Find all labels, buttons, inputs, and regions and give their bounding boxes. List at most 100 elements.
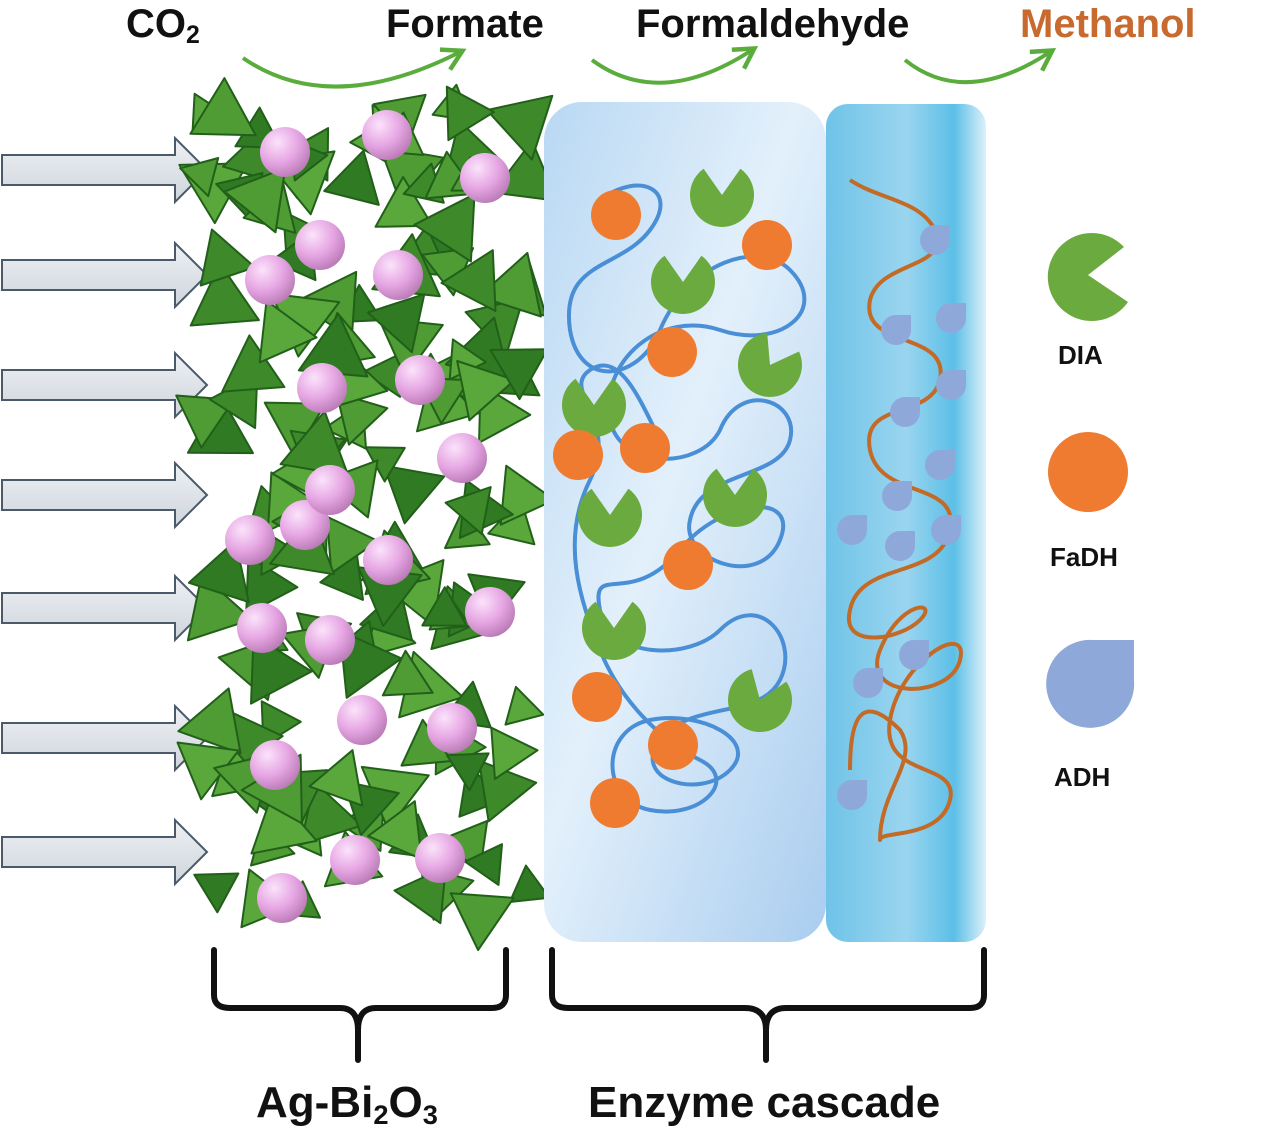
adh-enzyme <box>881 315 911 345</box>
catalyst-crystal <box>508 864 551 903</box>
catalyst-label-sub1: 2 <box>373 1098 389 1130</box>
catalyst-crystal <box>367 800 423 861</box>
ag-nanoparticle <box>460 153 510 203</box>
adh-enzyme <box>882 481 912 511</box>
catalyst-crystal <box>177 687 242 755</box>
adh-enzyme <box>837 780 867 810</box>
co2-label-subscript: 2 <box>186 22 200 50</box>
ag-nanoparticle <box>415 833 465 883</box>
methanol-label: Methanol <box>1020 2 1196 46</box>
ag-nanoparticle <box>250 740 300 790</box>
fadh-enzyme <box>742 220 792 270</box>
incident-arrow <box>1 240 209 310</box>
catalyst-crystal <box>175 394 235 449</box>
catalyst-crystal <box>308 749 364 807</box>
catalyst-crystal <box>186 573 253 642</box>
ag-nanoparticle <box>305 465 355 515</box>
catalyst-crystal <box>189 77 257 137</box>
catalyst-crystal <box>245 555 299 616</box>
adh-icon <box>1046 639 1135 728</box>
adh-enzyme <box>931 515 961 545</box>
catalyst-crystal <box>223 166 287 234</box>
dia-enzyme <box>690 168 754 227</box>
dia-enzyme <box>703 468 767 527</box>
dia-icon <box>1047 232 1128 321</box>
formate-label: Formate <box>386 2 544 46</box>
adh-enzyme <box>899 640 929 670</box>
catalyst-label-mid: O <box>388 1078 423 1127</box>
catalyst-crystal <box>374 176 434 228</box>
ag-nanoparticle <box>395 355 445 405</box>
enzyme-particles <box>553 168 966 828</box>
fadh-icon <box>1048 432 1128 512</box>
catalyst-crystal <box>485 94 554 161</box>
fadh-enzyme <box>647 327 697 377</box>
ag-nanoparticle <box>305 615 355 665</box>
ag-nanoparticle <box>260 127 310 177</box>
catalyst-crystal <box>199 228 256 287</box>
incident-arrow <box>1 350 209 420</box>
adh-enzyme <box>890 397 920 427</box>
ag-nanoparticle <box>225 515 275 565</box>
catalyst-crystal <box>381 649 434 697</box>
ag-nanoparticle <box>245 255 295 305</box>
adh-enzyme <box>885 531 915 561</box>
catalyst-crystal <box>279 410 350 477</box>
adh-enzyme <box>925 450 955 480</box>
arrow-co2-to-formate <box>241 47 467 89</box>
co2-label-main: CO <box>126 2 186 46</box>
legend-fadh-label: FaDH <box>1050 542 1118 572</box>
catalyst-crystal <box>478 759 538 823</box>
ag-nanoparticle <box>295 220 345 270</box>
catalyst-crystal <box>335 392 389 446</box>
ag-nanoparticle <box>257 873 307 923</box>
fadh-enzyme <box>620 423 670 473</box>
dia-enzyme <box>582 601 646 660</box>
ag-nanoparticle <box>437 433 487 483</box>
arrow-formate-to-formaldehyde <box>590 46 759 85</box>
dia-enzyme <box>651 255 715 314</box>
catalyst-crystal <box>489 348 549 401</box>
ag-nanoparticle <box>373 250 423 300</box>
catalyst-crystal <box>445 85 495 142</box>
arrow-formaldehyde-to-methanol <box>903 47 1057 85</box>
catalyst-crystal <box>193 872 240 914</box>
ag-nanoparticle <box>280 500 330 550</box>
catalyst-crystal <box>382 464 446 525</box>
adh-enzyme <box>936 303 966 333</box>
catalyst-crystal <box>323 149 380 206</box>
ag-nanoparticle <box>427 703 477 753</box>
catalyst-label-sub2: 3 <box>422 1098 438 1130</box>
cascade-bracket <box>549 947 987 1063</box>
legend-dia-label: DIA <box>1058 340 1103 370</box>
ag-nanoparticle <box>330 835 380 885</box>
ag-nanoparticle <box>362 110 412 160</box>
dia-enzyme <box>562 378 626 437</box>
catalyst-crystal <box>421 586 468 627</box>
adh-enzyme <box>920 225 950 255</box>
enzyme-cascade-label: Enzyme cascade <box>588 1078 941 1127</box>
incident-arrow <box>1 135 209 205</box>
catalyst-crystal <box>299 781 363 846</box>
catalyst-crystal <box>221 334 286 393</box>
fadh-enzyme <box>648 720 698 770</box>
catalyst-label: Ag-Bi2O3 <box>256 1078 438 1131</box>
catalyst-crystal <box>258 299 318 364</box>
reaction-arrows <box>241 46 1057 89</box>
co2-label: CO2 <box>126 2 200 50</box>
catalyst-crystal <box>413 193 476 263</box>
ag-nanoparticle <box>465 587 515 637</box>
fadh-enzyme <box>553 430 603 480</box>
catalyst-crystal <box>504 685 545 726</box>
catalyst-crystal <box>463 843 503 886</box>
incident-arrow <box>1 573 209 643</box>
dia-enzyme <box>728 669 793 732</box>
dia-enzyme <box>578 488 642 547</box>
catalyst-crystal <box>456 360 516 422</box>
incident-arrow <box>1 703 209 773</box>
catalyst-crystal <box>325 515 379 575</box>
catalyst-crystal <box>189 262 260 327</box>
catalyst-bracket <box>211 947 509 1063</box>
fadh-enzyme <box>572 672 622 722</box>
